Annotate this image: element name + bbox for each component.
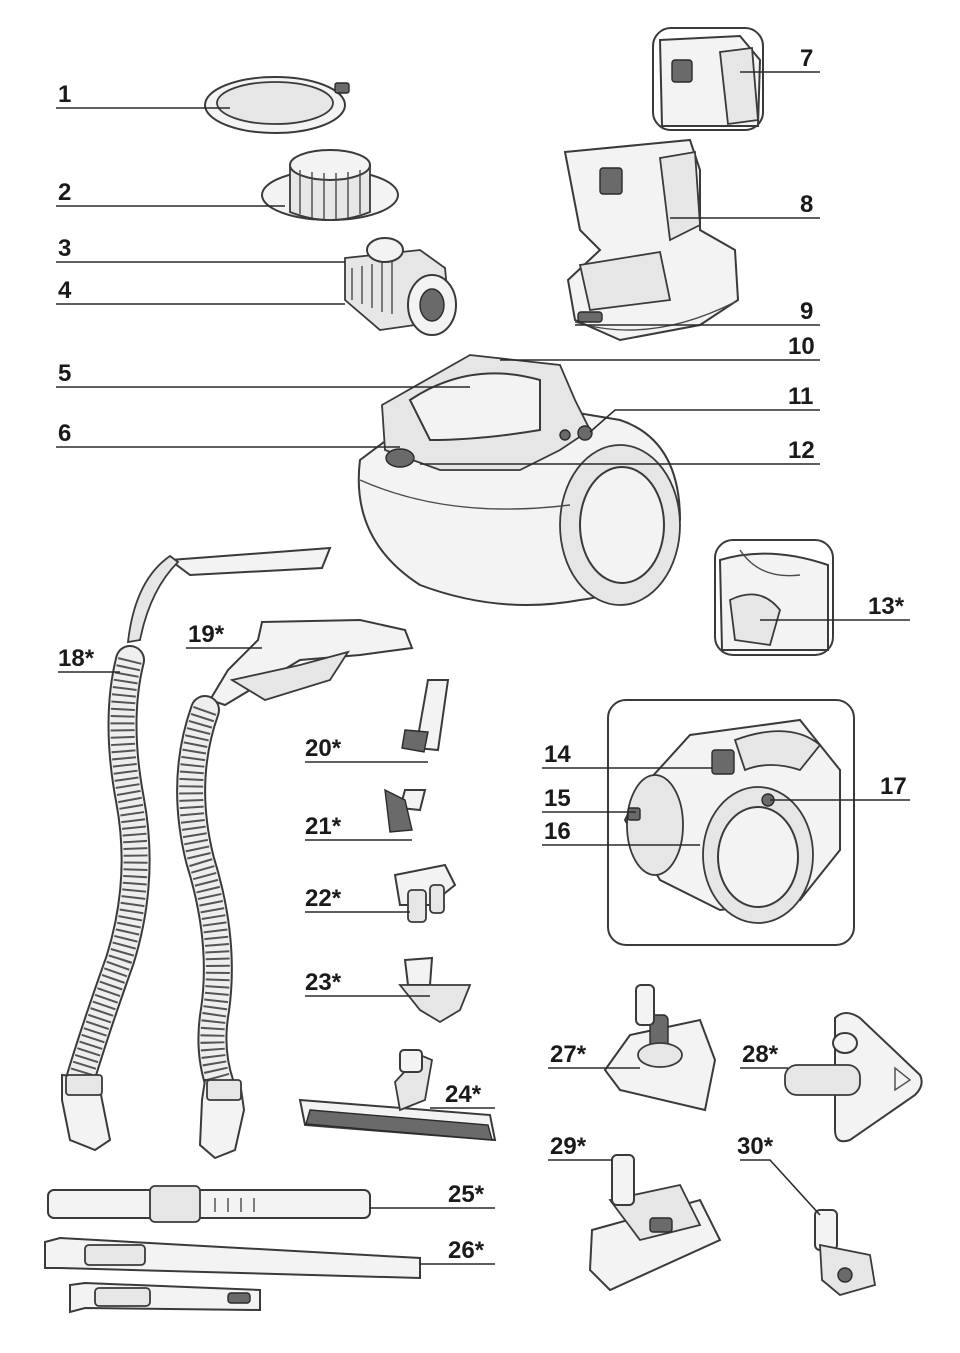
part-18-hose (61, 546, 332, 1152)
label-21: 21* (305, 813, 342, 840)
label-23: 23* (305, 969, 342, 996)
label-4: 4 (58, 277, 72, 304)
part-1-filter-cover (204, 76, 350, 134)
label-24: 24* (445, 1081, 482, 1108)
part-27-nozzle (603, 984, 717, 1112)
label-19: 19* (188, 621, 225, 648)
part-19-hose (176, 618, 414, 1160)
label-29: 29* (550, 1133, 587, 1160)
label-20: 20* (305, 735, 342, 762)
label-26: 26* (448, 1237, 485, 1264)
part-25-tube (47, 1185, 371, 1223)
label-13: 13* (868, 593, 905, 620)
part-23-upholstery-nozzle (398, 956, 472, 1024)
label-25: 25* (448, 1181, 485, 1208)
label-2: 2 (58, 179, 71, 206)
label-5: 5 (58, 360, 71, 387)
part-8-9-dust-container (563, 138, 740, 342)
part-26-tubes (44, 1236, 421, 1314)
label-17: 17 (880, 773, 907, 800)
label-14: 14 (544, 741, 571, 768)
label-16: 16 (544, 818, 571, 845)
label-11: 11 (788, 383, 813, 410)
part-28-pad (784, 1012, 923, 1143)
label-6: 6 (58, 420, 71, 447)
part-22-tool (393, 863, 457, 923)
part-14-17-inset (607, 699, 855, 946)
label-18: 18* (58, 645, 95, 672)
label-9: 9 (800, 298, 813, 325)
label-12: 12 (788, 437, 815, 464)
part-29-turbo-brush (588, 1154, 722, 1292)
part-24-floor-nozzle (298, 1049, 497, 1142)
part-7-cassette-inset (652, 27, 764, 131)
part-30-mini-turbo (814, 1209, 877, 1296)
part-main-body (357, 354, 682, 606)
label-1: 1 (58, 81, 71, 108)
label-3: 3 (58, 235, 71, 262)
part-21-brush (384, 788, 427, 833)
part-3-4-motor-filter (344, 237, 457, 336)
label-15: 15 (544, 785, 571, 812)
leader-lines (56, 71, 910, 1265)
label-30: 30* (737, 1133, 774, 1160)
label-7: 7 (800, 45, 813, 72)
label-8: 8 (800, 191, 813, 218)
label-22: 22* (305, 885, 342, 912)
part-13-inset (714, 539, 834, 656)
part-number-labels: 1 2 3 4 5 6 7 8 9 10 11 12 13* 14 15 16 … (58, 45, 907, 1264)
part-20-crevice-tool (401, 679, 450, 753)
label-10: 10 (788, 333, 815, 360)
label-27: 27* (550, 1041, 587, 1068)
part-2-cylinder-filter (261, 149, 399, 221)
label-28: 28* (742, 1041, 779, 1068)
